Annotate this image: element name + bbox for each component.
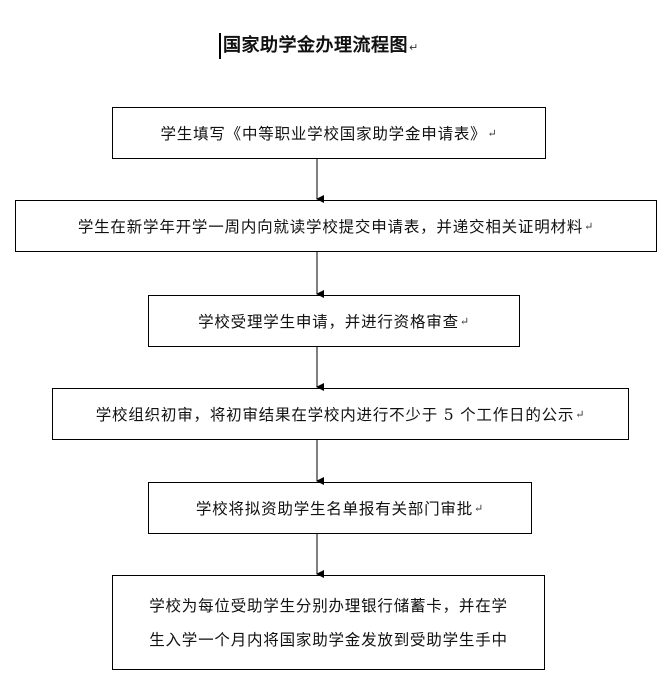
flow-step-5-box: 学校将拟资助学生名单报有关部门审批↵	[148, 482, 532, 534]
paragraph-mark: ↵	[487, 126, 498, 140]
page-title: 国家助学金办理流程图↵	[223, 34, 419, 60]
flow-step-6-line-2: 生入学一个月内将国家助学金发放到受助学生手中	[149, 630, 508, 649]
flow-step-5-text: 学校将拟资助学生名单报有关部门审批	[195, 500, 474, 518]
flow-step-1-text: 学生填写《中等职业学校国家助学金申请表》	[160, 125, 487, 143]
flow-step-3-text: 学校受理学生申请，并进行资格审查	[198, 313, 459, 331]
text-cursor	[219, 33, 221, 59]
paragraph-mark: ↵	[575, 407, 586, 421]
flow-step-2-box: 学生在新学年开学一周内向就读学校提交申请表，并递交相关证明材料↵	[15, 200, 657, 252]
flow-step-2-text: 学生在新学年开学一周内向就读学校提交申请表，并递交相关证明材料	[77, 218, 584, 236]
flow-step-3-box: 学校受理学生申请，并进行资格审查↵	[148, 295, 520, 347]
title-text: 国家助学金办理流程图	[223, 35, 408, 56]
paragraph-mark: ↵	[409, 41, 419, 54]
flow-step-1-box: 学生填写《中等职业学校国家助学金申请表》↵	[112, 107, 546, 159]
flow-step-6-line-1: 学校为每位受助学生分别办理银行储蓄卡，并在学	[149, 596, 508, 615]
paragraph-mark: ↵	[474, 501, 485, 515]
flow-step-4-text: 学校组织初审，将初审结果在学校内进行不少于 5 个工作日的公示	[95, 406, 575, 424]
flow-step-4-box: 学校组织初审，将初审结果在学校内进行不少于 5 个工作日的公示↵	[52, 388, 629, 440]
flow-step-6-box: 学校为每位受助学生分别办理银行储蓄卡，并在学 生入学一个月内将国家助学金发放到受…	[112, 575, 545, 670]
paragraph-mark: ↵	[459, 314, 470, 328]
paragraph-mark: ↵	[584, 219, 595, 233]
